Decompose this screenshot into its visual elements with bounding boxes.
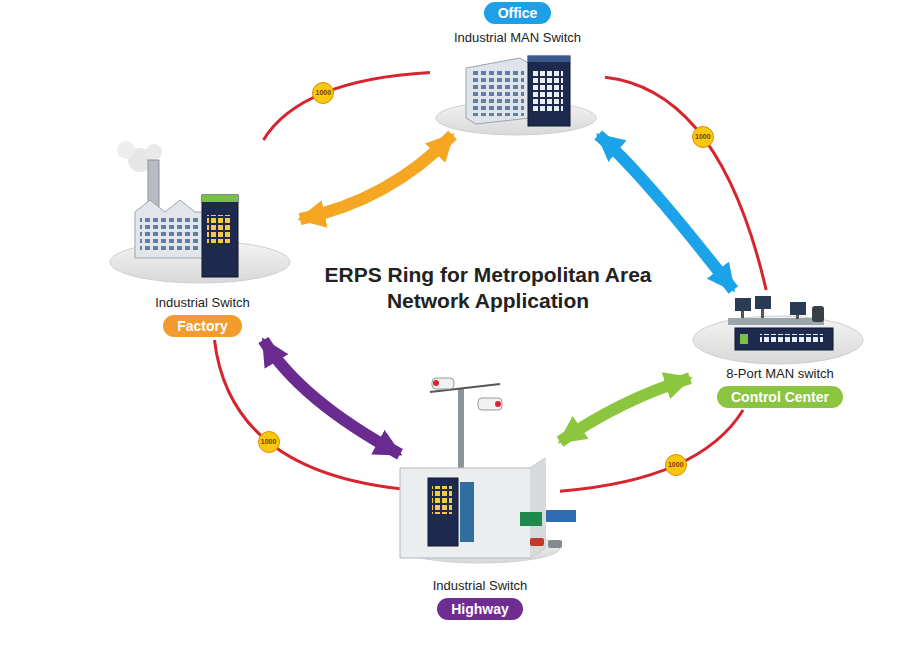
site-badge: Highway [437,598,523,620]
link-speed: 1000 [666,455,686,475]
diagram-title: ERPS Ring for Metropolitan Area Network … [318,262,658,314]
link-speed-badge: 1000 [665,454,687,476]
location-node: OfficeIndustrial MAN Switch [430,0,605,135]
link-speed-badge: 1000 [258,431,280,453]
ring-link [263,73,430,140]
link-speed-badge: 1000 [692,126,714,148]
site-badge: Control Center [717,386,843,408]
highway-illustration [400,378,576,563]
ring-link [605,77,766,290]
device-name: 8-Port MAN switch [723,366,837,382]
site-badge: Office [484,2,552,24]
device-name: Industrial MAN Switch [451,30,584,46]
factory-illustration [110,141,290,283]
traffic-arrow [263,340,400,454]
location-node: 8-Port MAN switchControl Center [690,290,870,410]
ring-link [214,340,400,489]
link-speed-badge: 1000 [312,82,334,104]
site-badge: Factory [163,315,242,337]
location-node: Industrial SwitchFactory [105,140,300,340]
control-center-illustration [693,296,863,364]
location-node: Industrial SwitchHighway [400,370,560,625]
traffic-arrow [300,135,453,219]
office-illustration [436,56,596,135]
link-speed: 1000 [693,127,713,147]
link-speed: 1000 [259,432,279,452]
device-name: Industrial Switch [152,295,253,311]
traffic-arrow [560,378,690,442]
device-name: Industrial Switch [430,578,531,594]
link-speed: 1000 [313,83,333,103]
